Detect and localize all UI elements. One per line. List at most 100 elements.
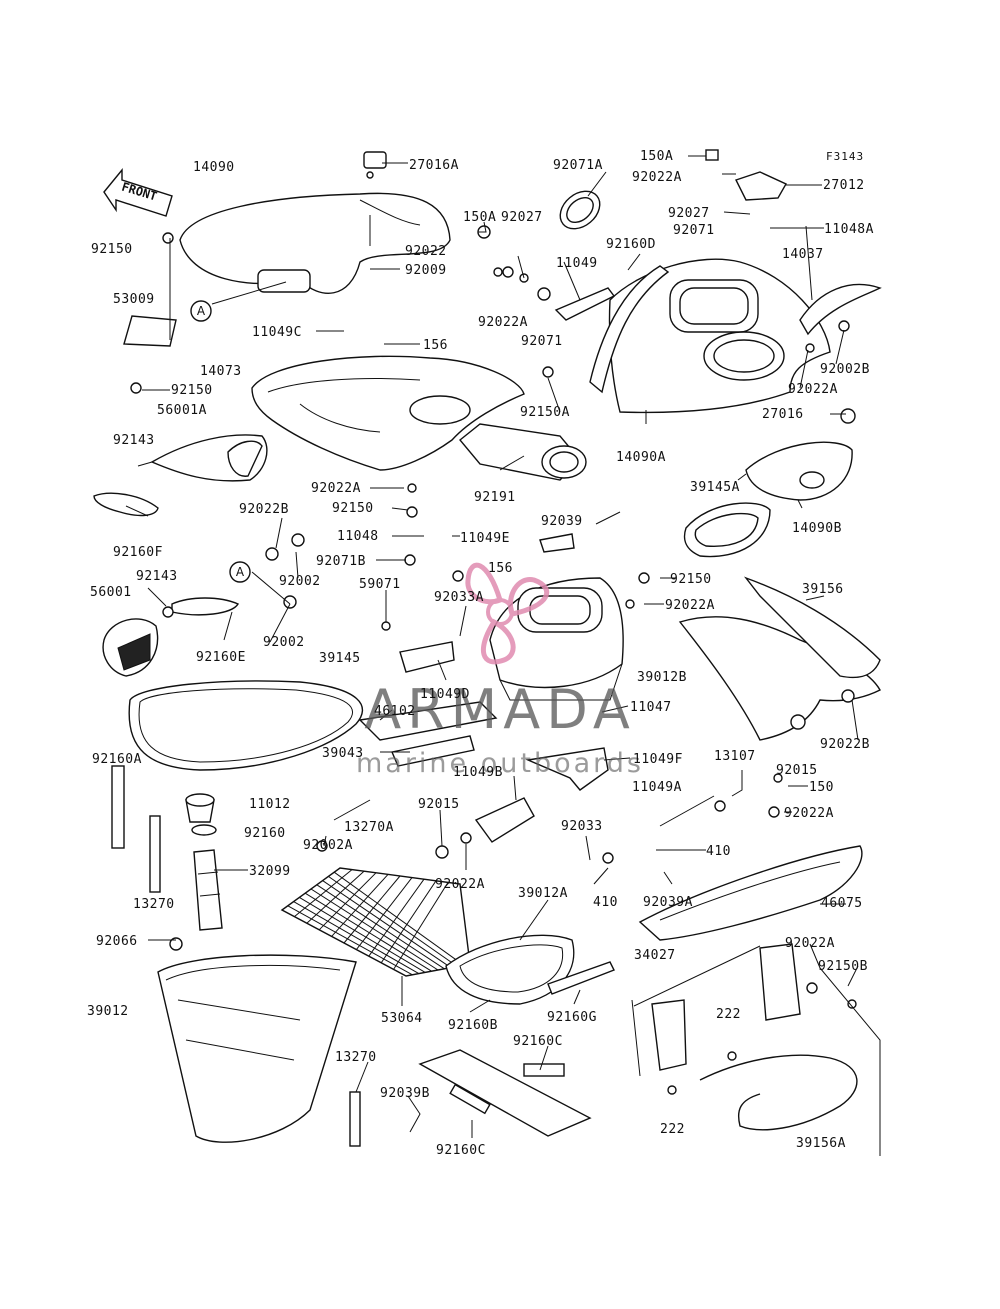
part-label: 39043 [322,746,364,761]
leader-lines [125,155,881,1156]
part-label: 92022B [239,502,289,517]
part-label: 32099 [249,864,291,879]
part-label: 92191 [474,490,516,505]
bracket-11049B [474,747,609,843]
part-label: 92160C [436,1143,486,1158]
part-label: 92150 [670,572,712,587]
cover-39156 [678,576,881,741]
part-label: 92022A [311,481,361,496]
net-mesh-line [368,878,425,957]
part-label: 92033 [561,819,603,834]
watermark-subtitle: marine outboards [356,748,644,779]
part-label: 92160 [244,826,286,841]
part-label: 11047 [630,700,672,715]
part-label: 34027 [634,948,676,963]
seat-cover-14090 [179,151,451,294]
part-label: 39145 [319,651,361,666]
part-label: 92027 [501,210,543,225]
part-label: 92143 [136,569,178,584]
part-label: 92039 [541,514,583,529]
part-label: 92071 [673,223,715,238]
part-label: 92015 [418,797,460,812]
strip-13270 [349,1091,361,1147]
net-mesh-line [304,892,432,972]
part-label: 56001 [90,585,132,600]
part-labels: 14090 27016A 92071A 150A 92022A 27012 15… [87,149,873,1158]
part-label: 92150 [332,501,374,516]
part-label: 11049 [556,256,598,271]
part-label: 14037 [782,247,824,262]
part-label: 92022 [405,244,447,259]
ref-marker-a-2: A [229,561,251,583]
svg-text:A: A [236,565,245,579]
net-mesh-line [343,875,401,944]
part-label: 56001A [157,403,207,418]
part-label: 92002 [263,635,305,650]
net-mesh-line [318,872,377,931]
part-label: 92150 [171,383,213,398]
part-label: 13107 [714,749,756,764]
fuel-cap-11012 [185,793,217,836]
tube-32099 [193,849,223,931]
part-label: 92150A [520,405,570,420]
net-mesh-line [380,880,437,964]
part-label: 92015 [776,763,818,778]
storage-bin-39012 [157,937,357,1143]
part-label: 222 [716,1007,741,1022]
net-mesh-line [333,871,464,966]
part-label: 92143 [113,433,155,448]
part-label: 14090 [193,160,235,175]
part-label: 11049B [453,765,503,780]
part-label: 410 [706,844,731,859]
part-label: 53064 [381,1011,423,1026]
part-label: 39012B [637,670,687,685]
part-label: 39012 [87,1004,129,1019]
part-label: 92160D [606,237,656,252]
part-label: 92160G [547,1010,597,1025]
strap-92160A [111,765,161,893]
part-label: 222 [660,1122,685,1137]
part-label: 92002 [279,574,321,589]
net-53064 [280,867,471,977]
watermark: ARMADA marine outboards [356,562,644,779]
front-arrow: FRONT [103,168,173,217]
tray-39012A [445,934,615,1005]
part-label: 92066 [96,934,138,949]
net-mesh-line [287,905,413,976]
part-label: 53009 [113,292,155,307]
part-label: 92022B [820,737,870,752]
part-label: 92160F [113,545,163,560]
mirror-56001 [102,597,240,677]
part-label: 92022A [788,382,838,397]
bracket-11049 [554,287,616,321]
part-label: 92022A [785,936,835,951]
part-label: 39012A [518,886,568,901]
ring-92071A [559,190,601,230]
part-label: 59071 [359,577,401,592]
part-label: 13270A [344,820,394,835]
part-label: 11049D [420,687,470,702]
part-label: 410 [593,895,618,910]
part-label: 92071 [521,334,563,349]
part-label: 156 [488,561,513,576]
part-label: 92160C [513,1034,563,1049]
part-label: 39145A [690,480,740,495]
part-label: 11049A [632,780,682,795]
duct-92191 [459,423,587,481]
part-label: 92002B [820,362,870,377]
part-label: 13270 [133,897,175,912]
net-mesh-line [356,877,413,950]
net-mesh-line [310,888,439,971]
ladder-39156A [631,943,858,1131]
part-label: 92071B [316,554,366,569]
part-label: 11049E [460,531,510,546]
part-label: 156 [423,338,448,353]
part-label: 14090B [792,521,842,536]
part-label: 27016A [409,158,459,173]
part-label: 11048 [337,529,379,544]
part-label: 46102 [374,704,416,719]
fasteners [162,225,857,1095]
part-label: 27012 [823,178,865,193]
part-label: 92150B [818,959,868,974]
